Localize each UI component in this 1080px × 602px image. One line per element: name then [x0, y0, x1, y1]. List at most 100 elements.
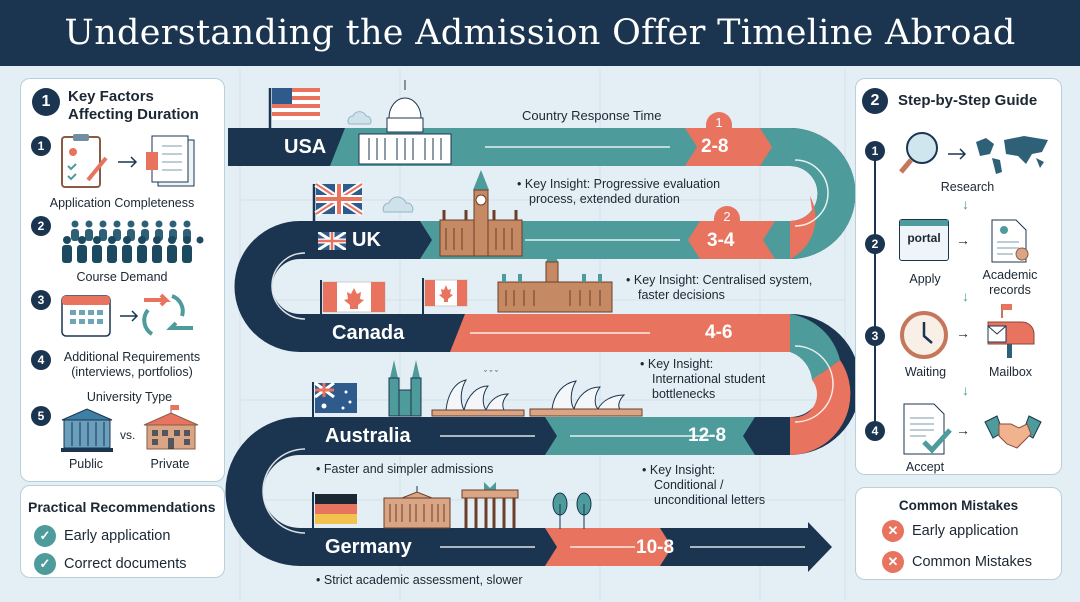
canada-parliament-icon [497, 246, 613, 313]
brandenburg-gate-icon [461, 482, 519, 528]
portal-window-icon: portal [899, 219, 949, 261]
clock-icon [900, 311, 948, 359]
insight-text: Key Insight: Centralised system, [633, 273, 813, 287]
country-australia[interactable]: Australia [325, 425, 411, 447]
factor-number: 5 [31, 406, 51, 426]
factor-label: Application Completeness [49, 196, 195, 210]
heading-line: Affecting Duration [68, 106, 199, 123]
usa-time-chevron [685, 128, 772, 166]
step-number: 3 [865, 326, 885, 346]
factor-label: Additional Requirements (interviews, por… [52, 350, 212, 380]
uk-curve-salmon [790, 196, 816, 259]
mistake-item: ✕ Early application [882, 520, 1018, 542]
country-germany[interactable]: Germany [325, 536, 412, 558]
uk-flag-small-icon [318, 232, 346, 250]
right-arrow-icon: → [956, 232, 970, 248]
opera-house-icon [431, 379, 525, 417]
cathedral-icon [388, 360, 422, 417]
country-uk[interactable]: UK [352, 229, 381, 251]
factor-number: 1 [31, 136, 51, 156]
step-number: 4 [865, 421, 885, 441]
canada-insight: Key Insight: Centralised system,faster d… [626, 273, 813, 303]
factor-number: 4 [31, 350, 51, 370]
opera-house-icon [529, 380, 643, 417]
recommendation-item: ✓Early application [34, 525, 170, 547]
australia-right-curve [790, 360, 851, 455]
check-icon: ✓ [34, 553, 56, 575]
cross-icon: ✕ [882, 551, 904, 573]
time-badge: 1 [706, 112, 732, 134]
recommendation-text: Correct documents [64, 556, 187, 572]
step-label-line: records [989, 283, 1031, 297]
insight-text: bottlenecks [652, 387, 716, 401]
uk-time-chevron [688, 221, 775, 259]
step-label-line: Academic [982, 268, 1038, 282]
usa-time: 2-8 [701, 136, 729, 157]
key-factors-heading: Key Factors Affecting Duration [68, 88, 199, 124]
insight-text: Key Insight: [649, 463, 716, 477]
uk-insight: Key Insight: Progressive evaluationproce… [517, 177, 720, 207]
insight-text: process, extended duration [529, 192, 680, 206]
public-label: Public [68, 457, 104, 471]
handshake-icon [984, 415, 1042, 449]
factor-number: 2 [31, 216, 51, 236]
country-canada[interactable]: Canada [332, 322, 405, 344]
private-university-icon [143, 405, 199, 450]
title-banner: Understanding the Admission Offer Timeli… [0, 0, 1080, 66]
germany-insight: Key Insight:Conditional / unconditional … [642, 463, 792, 508]
private-label: Private [150, 457, 190, 471]
calendar-process-icon [61, 293, 193, 337]
recommendation-item: ✓ Correct documents [34, 553, 187, 575]
cross-icon: ✕ [882, 520, 904, 542]
application-clipboard-icon [61, 134, 195, 188]
portal-text: portal [907, 231, 941, 245]
insight-text: Conditional / unconditional letters [654, 478, 766, 507]
canada-flag-icon [422, 278, 468, 314]
academic-records-icon [991, 219, 1029, 263]
reichstag-icon [383, 486, 451, 529]
insight-text: faster decisions [638, 288, 725, 302]
big-ben-icon [439, 170, 523, 257]
mailbox-icon [987, 304, 1035, 358]
insight-text: Key Insight: [647, 357, 714, 371]
down-arrow-icon: ↓ [962, 288, 969, 304]
response-time-header: Country Response Time [522, 108, 662, 123]
public-university-icon [61, 408, 113, 452]
down-arrow-icon: ↓ [962, 196, 969, 212]
australia-time: 12-8 [688, 425, 727, 446]
page-title: Understanding the Admission Offer Timeli… [64, 13, 1016, 53]
recommendations-title: Practical Recommendations [28, 499, 216, 515]
insight-text: International student [652, 372, 766, 386]
germany-time: 10-8 [636, 537, 675, 558]
vs-label: vs. [120, 428, 136, 442]
canada-flag-icon [320, 280, 386, 336]
recommendation-text: Early application [64, 528, 171, 544]
crowd-icon [62, 220, 204, 263]
capitol-building-icon [358, 80, 452, 165]
mistake-text: Early application [912, 523, 1019, 539]
road-arrowhead [808, 522, 832, 572]
research-magnifier-icon [899, 132, 1048, 174]
heading-line: Key Factors [68, 88, 154, 105]
factor-number: 3 [31, 290, 51, 310]
australia-flag-icon [312, 381, 357, 438]
uk-flag-icon [312, 182, 364, 240]
step-number: 1 [865, 141, 885, 161]
trees-icon [552, 492, 592, 529]
factor-label: University Type [86, 390, 173, 404]
step-label: Research [940, 180, 995, 194]
mistake-text: Common Mistakes [912, 554, 1033, 570]
cloud-icon [382, 196, 414, 213]
factor-label: Course Demand [76, 270, 168, 284]
factor-label-line: Additional Requirements [63, 350, 201, 364]
step-guide-heading: Step-by-Step Guide [898, 92, 1038, 109]
down-arrow-icon: ↓ [962, 382, 969, 398]
factor-label-line: (interviews, portfolios) [71, 365, 193, 379]
step-line [874, 150, 876, 432]
birds-icon: ˇ ˇ ˇ [484, 369, 498, 379]
right-arrow-icon: → [956, 422, 970, 438]
right-arrow-icon: → [956, 325, 970, 341]
country-usa[interactable]: USA [284, 136, 327, 158]
cloud-icon [347, 111, 372, 125]
step-label: Apply [909, 272, 941, 286]
